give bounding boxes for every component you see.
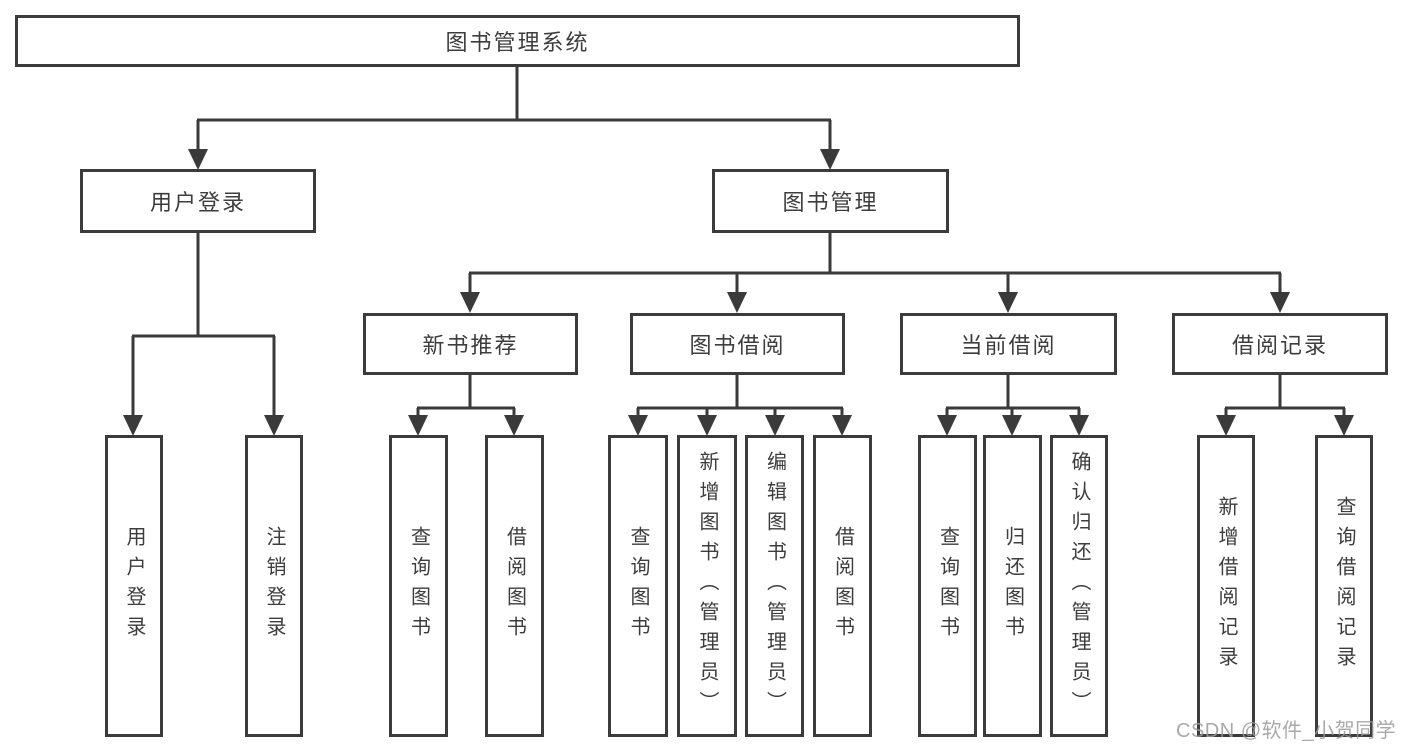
node-user-login-label: 用户登录: [149, 190, 246, 215]
leaf-confirm-return-admin: 确认归还（管理员）: [1050, 435, 1108, 737]
node-root-label: 图书管理系统: [445, 30, 590, 55]
leaf-add-books-admin: 新增图书（管理员）: [677, 435, 737, 737]
leaf-add-borrow-record-label: 新增借阅记录: [1215, 496, 1237, 676]
node-borrowing-records-label: 借阅记录: [1231, 333, 1328, 358]
node-root: 图书管理系统: [15, 15, 1020, 67]
leaf-user-login: 用户登录: [105, 435, 163, 737]
leaf-add-books-admin-label: 新增图书（管理员）: [696, 451, 718, 721]
node-borrowing-records: 借阅记录: [1172, 313, 1388, 375]
leaf-query-borrow-record: 查询借阅记录: [1315, 435, 1373, 737]
leaf-query-books-recommend-label: 查询图书: [407, 526, 430, 646]
leaf-borrow-books-recommend: 借阅图书: [485, 435, 544, 737]
leaf-query-books-recommend: 查询图书: [389, 435, 448, 737]
leaf-borrow-books-borrowing: 借阅图书: [813, 435, 872, 737]
leaf-query-books-current-label: 查询图书: [936, 526, 959, 646]
leaf-query-books-current: 查询图书: [918, 435, 977, 737]
leaf-edit-books-admin: 编辑图书（管理员）: [745, 435, 804, 737]
leaf-borrow-books-borrowing-label: 借阅图书: [831, 526, 854, 646]
node-current-borrowing-label: 当前借阅: [960, 333, 1057, 358]
node-new-book-recommendation-label: 新书推荐: [422, 333, 519, 358]
node-current-borrowing: 当前借阅: [900, 313, 1117, 375]
node-book-management-label: 图书管理: [782, 190, 879, 215]
leaf-query-books-borrowing: 查询图书: [608, 435, 668, 737]
node-user-login: 用户登录: [80, 169, 316, 233]
leaf-return-books-label: 归还图书: [1001, 526, 1024, 646]
node-book-borrowing-label: 图书借阅: [689, 333, 786, 358]
leaf-logout: 注销登录: [245, 435, 303, 737]
leaf-add-borrow-record: 新增借阅记录: [1197, 435, 1255, 737]
node-new-book-recommendation: 新书推荐: [363, 313, 578, 375]
leaf-confirm-return-admin-label: 确认归还（管理员）: [1068, 451, 1090, 721]
node-book-borrowing: 图书借阅: [630, 313, 845, 375]
leaf-query-books-borrowing-label: 查询图书: [627, 526, 649, 646]
leaf-borrow-books-recommend-label: 借阅图书: [503, 526, 526, 646]
leaf-user-login-label: 用户登录: [123, 526, 145, 646]
leaf-edit-books-admin-label: 编辑图书（管理员）: [763, 451, 786, 721]
node-book-management: 图书管理: [712, 169, 949, 233]
leaf-query-borrow-record-label: 查询借阅记录: [1333, 496, 1355, 676]
leaf-return-books: 归还图书: [983, 435, 1042, 737]
leaf-logout-label: 注销登录: [263, 526, 285, 646]
